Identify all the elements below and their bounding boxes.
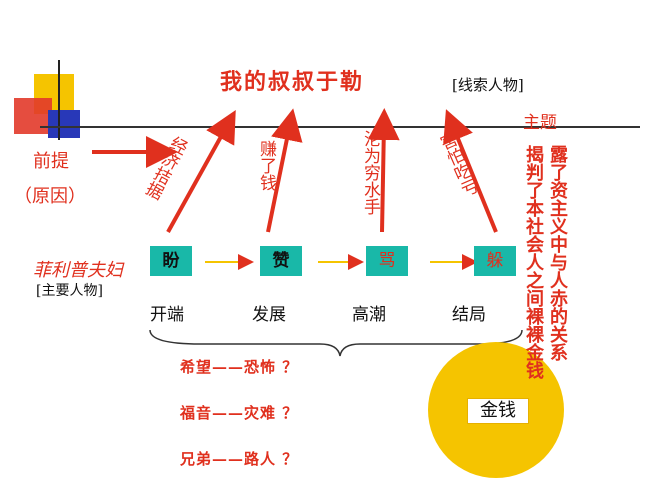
contrast-1: 希望——恐怖 ？ — [180, 358, 299, 376]
theme-column-left: 揭判了本社会人之间裸裸金钱 — [523, 145, 544, 379]
arrow-label-2: 赚了钱 — [256, 140, 276, 191]
decor-vline — [58, 60, 60, 140]
money-label: 金钱 — [467, 398, 529, 424]
stage-develop: 发展 — [252, 305, 286, 325]
arrow-1 — [166, 110, 236, 233]
theme-label: 主题 — [523, 113, 557, 133]
decor-hline — [40, 126, 640, 128]
arrow-4 — [443, 109, 498, 233]
stage-climax: 高潮 — [352, 305, 386, 325]
decor-square-red — [14, 98, 52, 134]
cause-label: （原因） — [14, 186, 86, 207]
box-ma: 骂 — [366, 246, 408, 276]
main-characters-label: [主要人物] — [36, 283, 103, 299]
page-title: 我的叔叔于勒 — [220, 69, 365, 95]
clue-character-label: [线索人物] — [452, 76, 524, 94]
contrast-3: 兄弟——路人 ？ — [180, 450, 299, 468]
arrow-3 — [367, 108, 400, 233]
premise-label: 前提 — [33, 151, 69, 172]
theme-column-right: 露了资主义中与人赤的关系 — [547, 145, 568, 361]
box-zan: 赞 — [260, 246, 302, 276]
box-pan: 盼 — [150, 246, 192, 276]
stage-end: 结局 — [452, 305, 486, 325]
arrow-label-3: 沦为穷水手 — [360, 130, 380, 215]
contrast-2: 福音——灾难 ？ — [180, 404, 299, 422]
box-duo: 躲 — [474, 246, 516, 276]
couple-label: 菲利普夫妇 — [33, 260, 123, 281]
arrow-2 — [266, 108, 303, 233]
stage-start: 开端 — [150, 305, 184, 325]
decor-square-blue — [48, 110, 80, 138]
